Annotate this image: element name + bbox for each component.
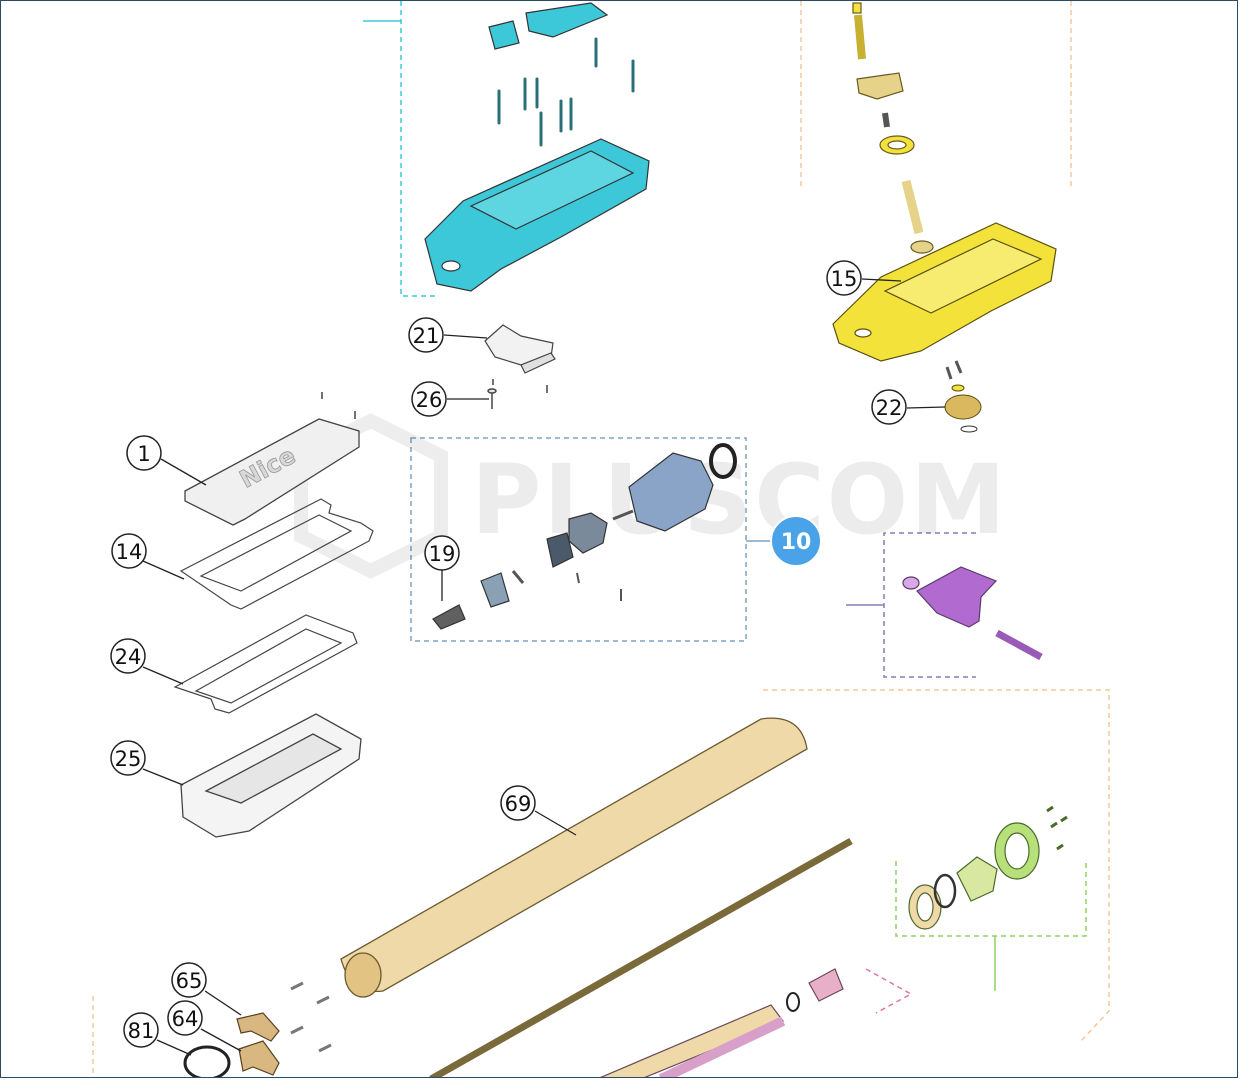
control-box-part [424,2,650,292]
callout-64-label: 64 [172,1007,199,1031]
bracket-21-part [484,324,556,374]
callout-81: 81 [123,1012,159,1048]
callout-26: 26 [411,381,447,417]
gear-housing-part [832,222,1057,362]
callout-21-label: 21 [413,324,440,348]
piston-rod-part [600,968,844,1077]
callout-15-label: 15 [831,267,858,291]
housing-25-part [180,713,362,838]
leader-lines [142,278,946,1056]
clamp-parts [183,981,332,1077]
control-box-screws [497,37,635,147]
screw-group-frame [865,968,913,1014]
group-frames [92,1,1110,1077]
callouts: 1 14 24 25 21 26 19 15 [110,260,907,1048]
callout-81-label: 81 [128,1019,155,1043]
callout-15: 15 [826,260,862,296]
motor-group-frame [410,437,747,642]
callout-69-label: 69 [505,792,532,816]
drive-gear-part [944,360,982,433]
gear-group-frame [800,1,1072,186]
flange-group-frame [895,861,1087,937]
callout-65-label: 65 [176,969,203,993]
bracket-purple-part [902,566,1043,661]
cover-1-part: Nice [184,418,360,526]
callout-25-label: 25 [115,747,142,771]
badge-10: 10 [770,515,822,567]
callout-24: 24 [110,638,146,674]
gasket-14-part [179,498,374,610]
screw-rod-part [429,837,853,1077]
gear-column-part [852,2,934,254]
tube-group-frame [763,689,1110,1042]
connector-cover-part [525,2,609,38]
callout-1: 1 [126,435,162,471]
callout-69: 69 [500,785,536,821]
callout-14-label: 14 [116,540,143,564]
callout-1-label: 1 [137,442,150,466]
callout-21: 21 [408,317,444,353]
callout-22: 22 [871,389,907,425]
callout-64: 64 [167,1000,203,1036]
terminal-block-part [488,20,520,50]
small-screws [321,379,548,419]
callout-19-label: 19 [429,542,456,566]
motor-part [432,443,737,630]
callout-65: 65 [171,962,207,998]
callout-22-label: 22 [876,396,903,420]
callout-25: 25 [110,740,146,776]
gasket-24-part [173,614,358,714]
callout-14: 14 [111,533,147,569]
bevel-gear-part [856,72,904,100]
control-box-group-frame [400,1,436,297]
flange-part [908,805,1068,930]
callout-19: 19 [424,535,460,571]
badge-10-label: 10 [781,530,812,555]
callout-26-label: 26 [416,388,443,412]
callout-24-label: 24 [115,645,142,669]
tube-part [340,717,808,998]
